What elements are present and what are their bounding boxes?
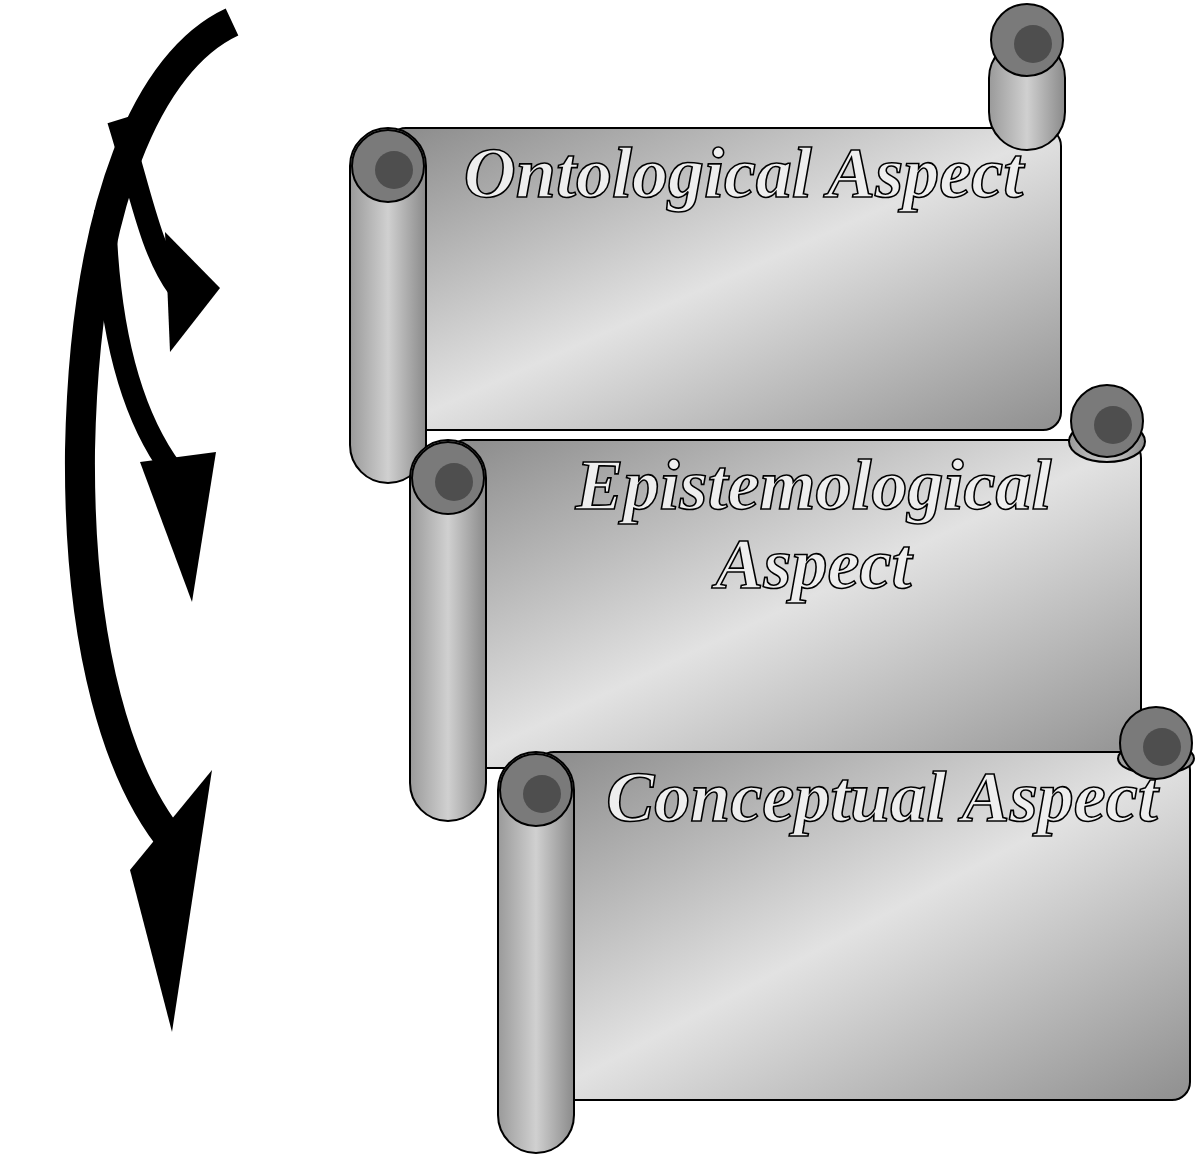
scroll-curl [500,754,572,826]
scroll-roll [498,752,574,1153]
scroll-title: Epistemological Aspect [496,446,1131,604]
scroll-roll [410,440,486,821]
scroll-title: Conceptual Aspect [606,758,1157,837]
scroll-body [388,128,1061,430]
scroll-curl [991,4,1063,76]
scroll-title: Ontological Aspect [464,134,1023,213]
scroll-curl [375,151,413,189]
scroll-curl [1014,25,1052,63]
text-area: Ontological Aspect [436,134,1051,424]
branch-arrow-shaft [105,210,172,470]
scroll-roll [350,128,426,483]
arrowhead [165,232,220,352]
scroll-shape [350,2,1065,485]
arrowhead [140,452,216,602]
main-arrow-shaft [80,22,232,845]
scroll-curl [352,130,424,202]
scroll-banner: Conceptual Aspect [498,705,1194,1155]
text-area: Epistemological Aspect [496,446,1131,762]
scroll-curl [1094,406,1132,444]
scroll-banner: Ontological Aspect [350,2,1065,485]
arrowhead [130,770,212,1032]
scroll-body [448,440,1141,768]
text-area: Conceptual Aspect [584,758,1180,1094]
scroll-body [536,752,1190,1100]
scroll-curl [435,463,473,501]
scroll-curl [1071,385,1143,457]
scroll-curl [412,442,484,514]
scroll-curl [523,775,561,813]
